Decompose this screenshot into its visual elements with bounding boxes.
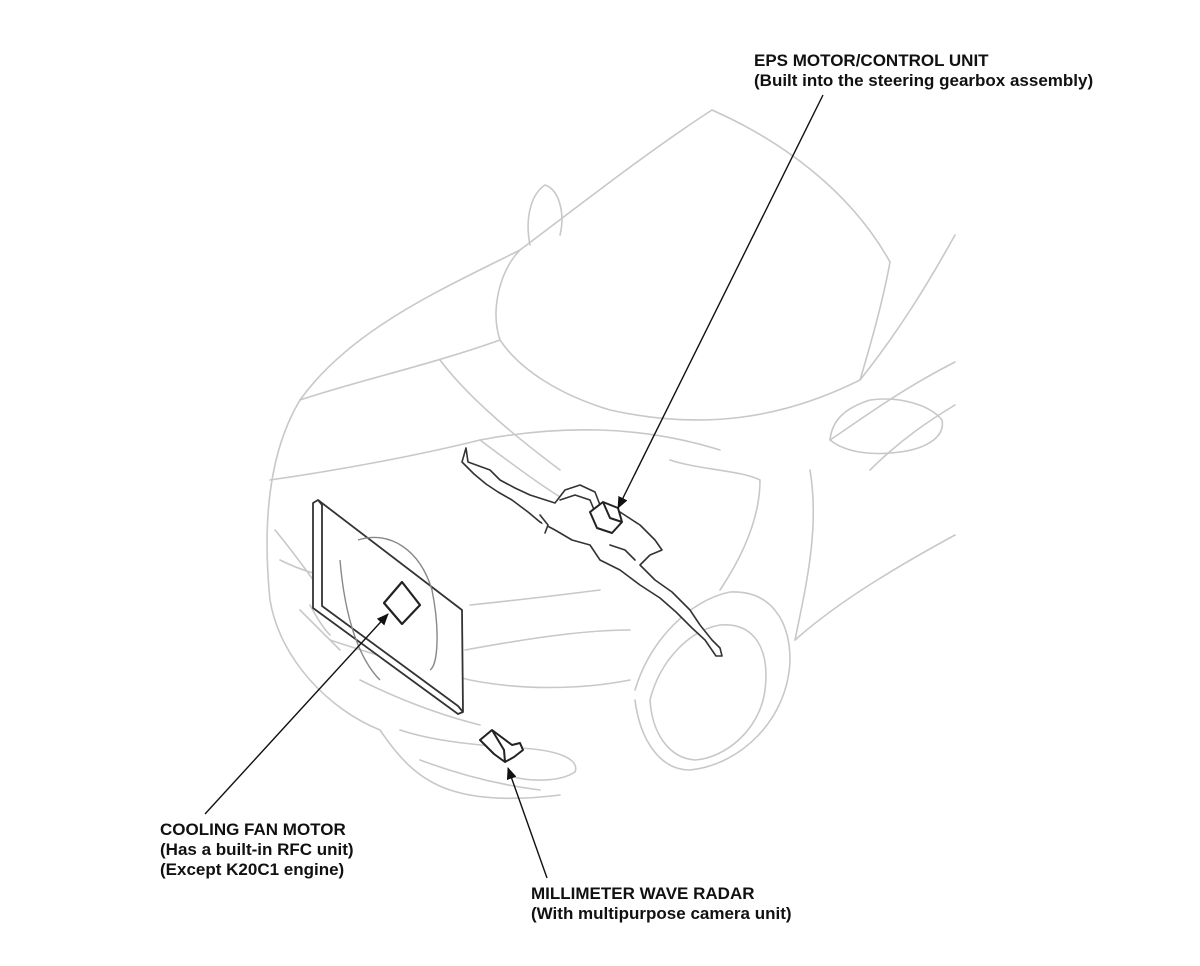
fan-callout-label: COOLING FAN MOTOR (Has a built-in RFC un…	[160, 820, 354, 880]
eps-motor-control-unit	[589, 501, 623, 534]
radar-callout-label: MILLIMETER WAVE RADAR (With multipurpose…	[531, 884, 792, 924]
fan-callout-note-1: (Has a built-in RFC unit)	[160, 840, 354, 859]
steering-gearbox-assembly	[461, 447, 723, 657]
radar-leader-line	[506, 767, 548, 879]
eps-callout-note: (Built into the steering gearbox assembl…	[754, 71, 1094, 90]
eps-callout-label: EPS MOTOR/CONTROL UNIT (Built into the s…	[754, 51, 1093, 91]
eps-callout-title: EPS MOTOR/CONTROL UNIT	[754, 51, 989, 70]
cooling-fan-motor	[382, 580, 422, 626]
fan-callout-title: COOLING FAN MOTOR	[160, 820, 346, 839]
fan-leader-line	[204, 613, 389, 815]
eps-leader-line	[617, 94, 824, 509]
fan-callout-note-2: (Except K20C1 engine)	[160, 860, 345, 879]
car-body-outline	[266, 109, 956, 800]
leader-lines	[204, 94, 824, 879]
radar-callout-note: (With multipurpose camera unit)	[531, 904, 792, 923]
radar-callout-title: MILLIMETER WAVE RADAR	[531, 884, 755, 903]
millimeter-wave-radar	[479, 729, 524, 763]
